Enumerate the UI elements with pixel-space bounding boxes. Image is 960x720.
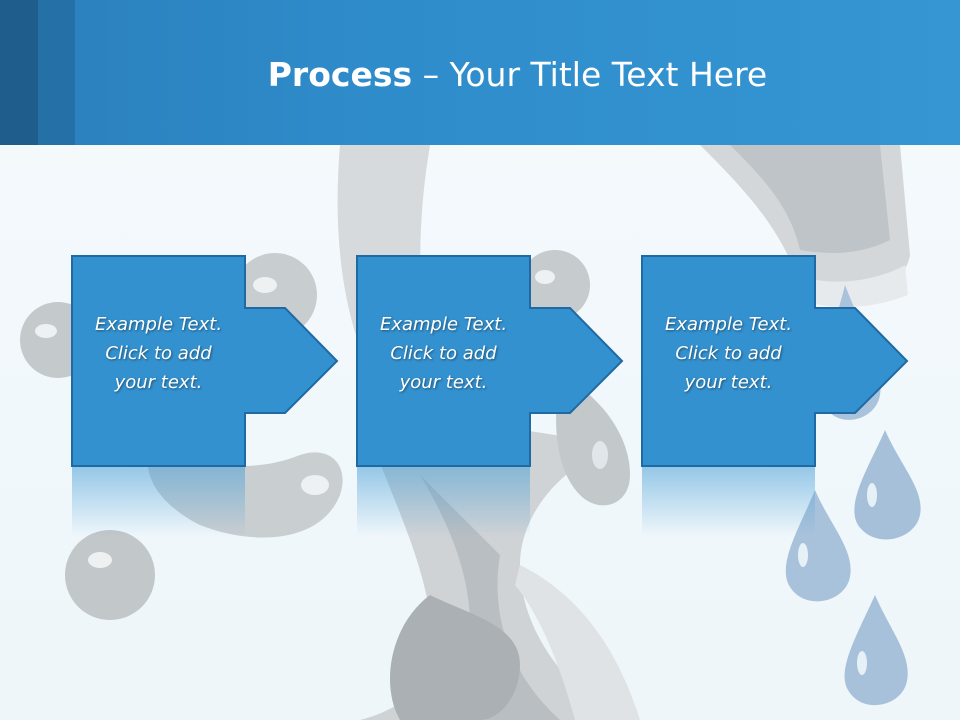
step-2-line-2: Click to add	[390, 343, 497, 364]
process-step-3[interactable]: Example Text. Click to add your text.	[641, 255, 960, 467]
step-2-line-1: Example Text.	[379, 314, 508, 335]
step-1-arrow-shape	[71, 255, 339, 467]
slide-title[interactable]: Process – Your Title Text Here	[75, 52, 960, 98]
step-3-line-2: Click to add	[675, 343, 782, 364]
slide-title-rest: – Your Title Text Here	[412, 55, 768, 94]
step-1-line-2: Click to add	[105, 343, 212, 364]
step-3-line-1: Example Text.	[664, 314, 793, 335]
process-step-2[interactable]: Example Text. Click to add your text.	[356, 255, 697, 467]
step-2-line-3: your text.	[399, 372, 488, 393]
header-accent-strip-light	[38, 0, 75, 145]
step-3-reflection	[642, 467, 815, 537]
step-2-arrow-shape	[356, 255, 624, 467]
step-3-text[interactable]: Example Text. Click to add your text.	[642, 310, 815, 397]
step-1-reflection	[72, 467, 245, 537]
step-2-text[interactable]: Example Text. Click to add your text.	[357, 310, 530, 397]
step-3-arrow-shape	[641, 255, 909, 467]
process-step-1[interactable]: Example Text. Click to add your text.	[71, 255, 412, 467]
slide-title-bold: Process	[267, 55, 413, 94]
title-bar: Process – Your Title Text Here	[0, 0, 960, 145]
step-2-reflection	[357, 467, 530, 537]
step-3-line-3: your text.	[684, 372, 773, 393]
header-accent-strip	[0, 0, 38, 145]
step-1-line-3: your text.	[114, 372, 203, 393]
step-1-line-1: Example Text.	[94, 314, 223, 335]
step-1-text[interactable]: Example Text. Click to add your text.	[72, 310, 245, 397]
